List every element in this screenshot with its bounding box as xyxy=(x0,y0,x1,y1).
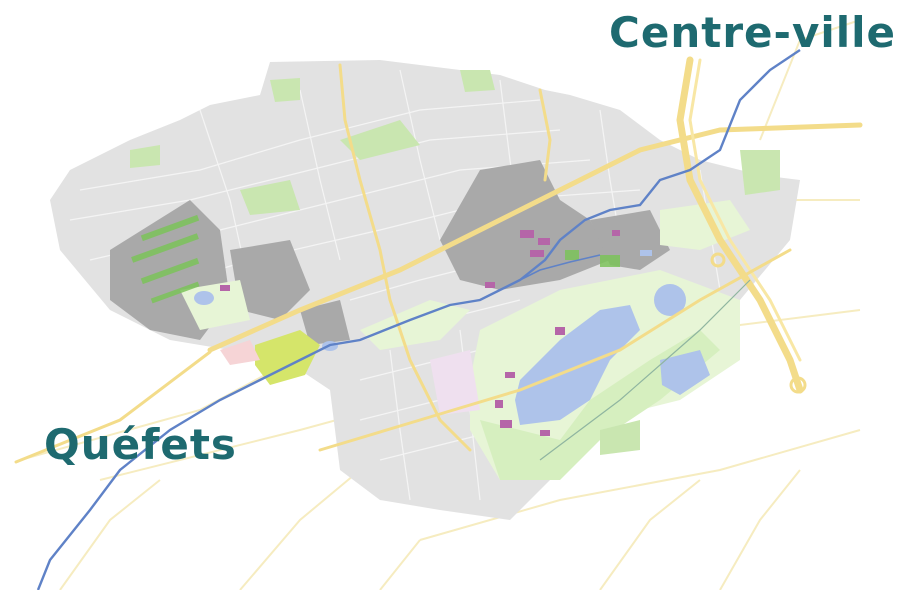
pink-zone xyxy=(220,340,260,365)
centre-ville-label: Centre-ville xyxy=(609,8,896,57)
river xyxy=(36,49,801,590)
highways xyxy=(14,56,863,464)
yellow-green-zone xyxy=(255,330,320,385)
railway xyxy=(539,279,751,461)
industrial-blocks xyxy=(220,230,620,436)
river-branch xyxy=(519,254,601,281)
pink-zone-2 xyxy=(430,350,480,415)
parks-light xyxy=(180,200,750,480)
green-strips xyxy=(131,214,620,304)
quefets-label: Quéfets xyxy=(44,420,237,469)
parks-green xyxy=(130,70,780,480)
